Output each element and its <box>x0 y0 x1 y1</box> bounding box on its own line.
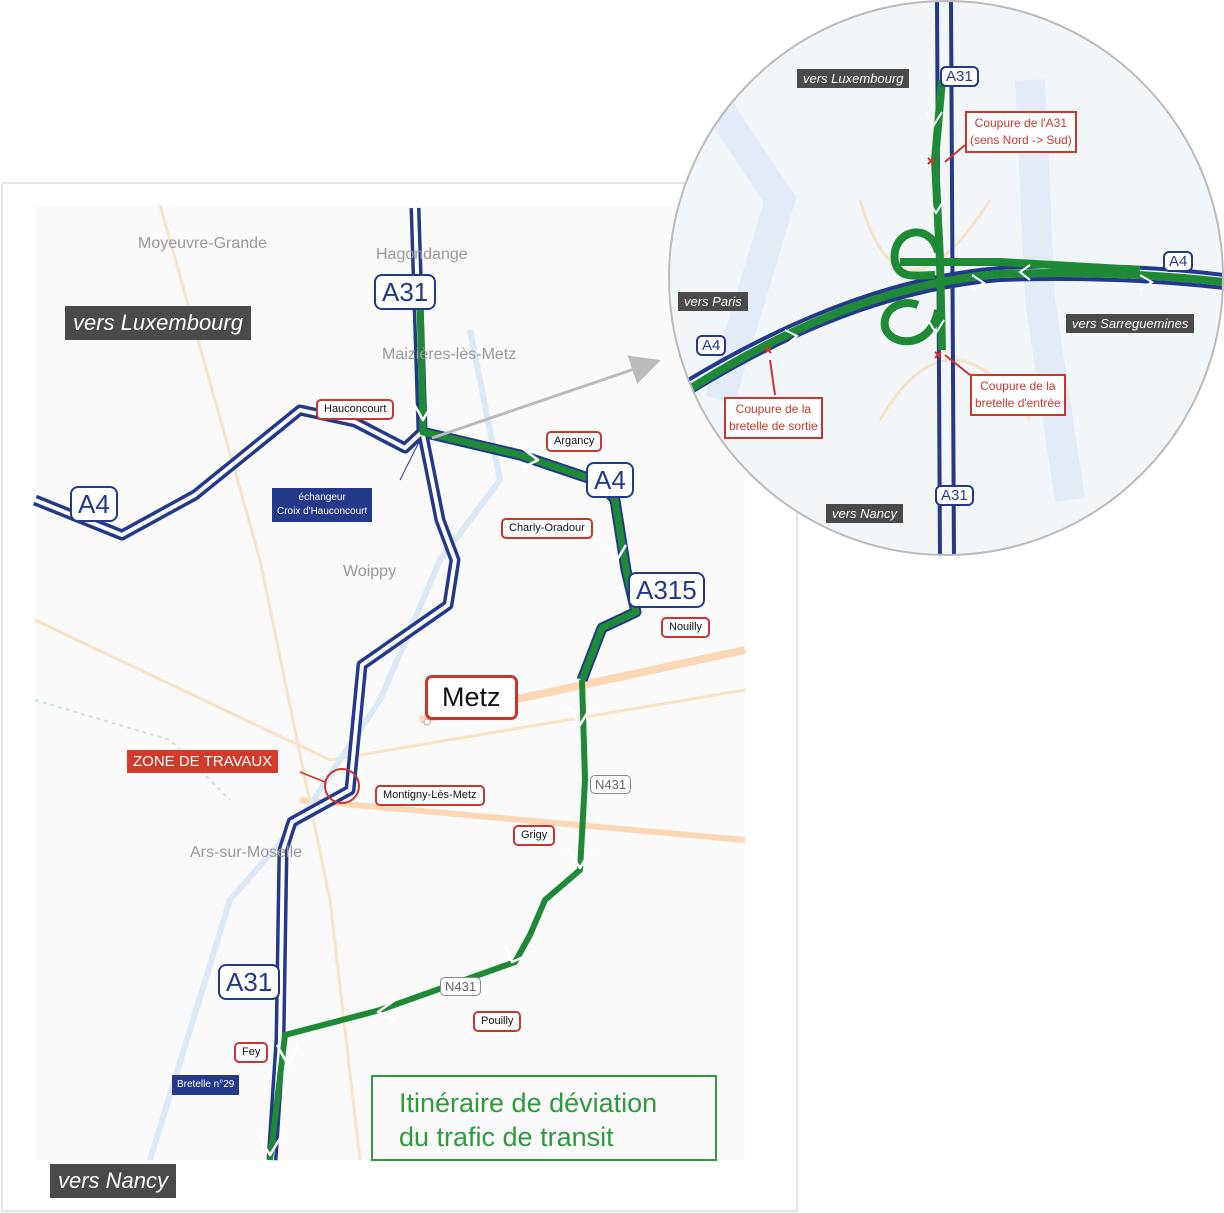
works-zone-label: ZONE DE TRAVAUX <box>127 750 279 773</box>
legend-box: Itinéraire de déviation du trafic de tra… <box>371 1075 717 1161</box>
town-hauconcourt: Hauconcourt <box>316 399 395 420</box>
inset-a4-west-shield: A4 <box>696 335 727 356</box>
detour-route <box>256 299 640 1161</box>
a31-north-shield: A31 <box>374 274 437 310</box>
town-charly-oradour: Charly-Oradour <box>501 518 593 539</box>
town-metz: Metz <box>425 675 518 720</box>
cut-exit-line2: bretelle de sortie <box>729 418 818 433</box>
cut-entry-line1: Coupure de la <box>980 379 1056 393</box>
direction-luxembourg: vers Luxembourg <box>65 306 251 340</box>
cut-entry-line2: bretelle d'entrée <box>975 395 1061 410</box>
a31-south-shield: A31 <box>218 964 281 1000</box>
bretelle-label: Bretelle n°29 <box>172 1075 240 1095</box>
a4-west-shield: A4 <box>70 486 118 522</box>
cut-exit-label: Coupure de la bretelle de sortie <box>724 397 823 439</box>
a4-east-shield: A4 <box>586 462 634 498</box>
place-moyeuvre: Moyeuvre-Grande <box>138 235 267 252</box>
interchange-line2: Croix d'Hauconcourt <box>277 506 368 517</box>
direction-arrows <box>256 403 628 1157</box>
inset-direction-nancy: vers Nancy <box>826 504 904 523</box>
zoom-arrow <box>431 355 661 440</box>
inset-direction-luxembourg: vers Luxembourg <box>797 69 910 88</box>
place-woippy: Woippy <box>343 563 397 580</box>
n431-label-north: N431 <box>590 775 632 794</box>
town-pouilly: Pouilly <box>473 1011 522 1032</box>
cut-exit-line1: Coupure de la <box>735 402 812 416</box>
works-zone-circle <box>324 768 360 804</box>
cut-markers <box>764 144 971 396</box>
interchange-line1: échangeur <box>298 492 346 503</box>
inset-a31-south-shield: A31 <box>935 485 974 506</box>
place-ars: Ars-sur-Moselle <box>190 844 303 861</box>
a315-shield: A315 <box>628 572 705 608</box>
metz-dot <box>423 718 431 726</box>
town-fey: Fey <box>234 1042 269 1063</box>
interchange-label: échangeur Croix d'Hauconcourt <box>272 488 373 522</box>
inset-direction-sarreguemines: vers Sarreguemines <box>1066 314 1195 333</box>
direction-nancy: vers Nancy <box>50 1164 177 1198</box>
town-argancy: Argancy <box>546 431 603 452</box>
interchange-pointer <box>399 439 421 481</box>
town-montigny: Montigny-Lès-Metz <box>375 785 485 806</box>
works-pointer <box>299 771 326 783</box>
legend-line2: du trafic de transit <box>399 1121 614 1152</box>
inset-direction-paris: vers Paris <box>678 292 748 311</box>
cut-a31-line2: (sens Nord -> Sud) <box>970 132 1072 147</box>
inset-a31-north-shield: A31 <box>940 66 979 87</box>
inset-arrows <box>784 111 1154 345</box>
inset-a4-east-shield: A4 <box>1163 251 1194 272</box>
place-maizieres: Maizières-lès-Metz <box>382 346 517 363</box>
town-nouilly: Nouilly <box>661 617 711 638</box>
n431-label-south: N431 <box>440 977 482 996</box>
cut-entry-label: Coupure de la bretelle d'entrée <box>970 374 1066 416</box>
legend-line1: Itinéraire de déviation <box>399 1088 658 1118</box>
cut-a31-label: Coupure de l'A31 (sens Nord -> Sud) <box>965 111 1077 153</box>
place-hagondange: Hagondange <box>376 246 468 263</box>
town-grigy: Grigy <box>513 825 556 846</box>
cut-a31-line1: Coupure de l'A31 <box>974 116 1068 130</box>
inset-border <box>668 0 1224 556</box>
